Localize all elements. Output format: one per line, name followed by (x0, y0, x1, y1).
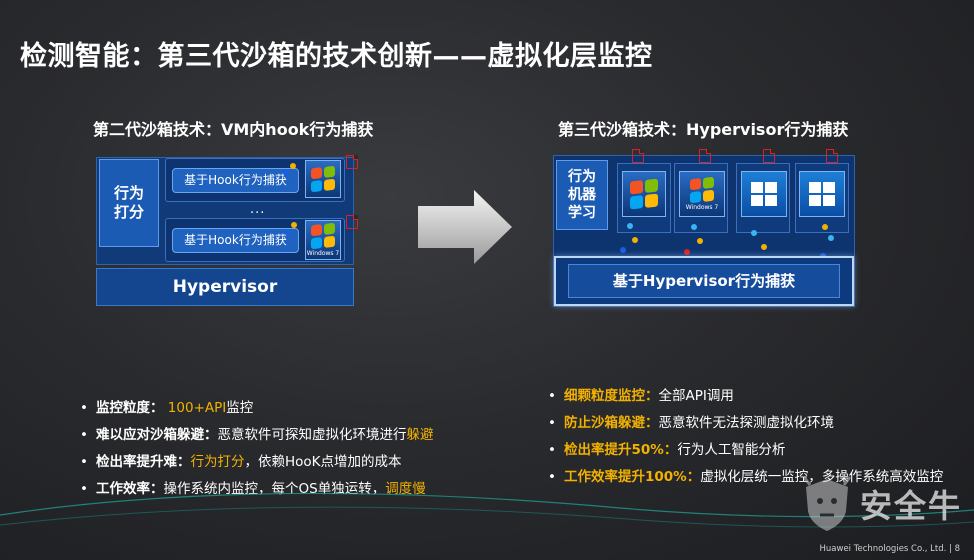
event-dot (627, 223, 633, 229)
watermark-text: 安全牛 (859, 487, 962, 525)
malware-file-icon (632, 149, 644, 163)
right-bullet-list: 细颗粒度监控：全部API调用 防止沙箱躲避：恶意软件无法探测虚拟化环境 检出率提… (548, 386, 946, 494)
vm-row-xp: 基于Hook行为捕获 (165, 158, 345, 202)
hook-capture-label: 基于Hook行为捕获 (172, 168, 299, 193)
slide-title: 检测智能：第三代沙箱的技术创新——虚拟化层监控 (20, 41, 653, 72)
event-dot (828, 235, 834, 241)
malware-file-icon (699, 149, 711, 163)
event-dot (620, 247, 626, 253)
malware-file-icon (763, 149, 775, 163)
watermark: 安全牛 (800, 475, 962, 533)
hypervisor-layer-right: 基于Hypervisor行为捕获 (554, 256, 854, 306)
event-dot (761, 244, 767, 250)
windows-7-icon: Windows 7 (305, 220, 341, 260)
arrow-right-icon (418, 190, 512, 264)
windows-xp-icon (305, 160, 341, 198)
malware-file-icon (346, 215, 358, 229)
event-dot (691, 224, 697, 230)
malware-file-icon (826, 149, 838, 163)
windows-7-icon: Windows 7 (679, 171, 725, 217)
behavior-score-box: 行为 打分 (99, 159, 159, 247)
event-dot (684, 249, 690, 255)
event-dot (291, 222, 297, 228)
win7-caption: Windows 7 (685, 203, 719, 211)
win7-caption: Windows 7 (306, 249, 340, 257)
malware-file-icon (346, 155, 358, 169)
right-bullet: 防止沙箱躲避：恶意软件无法探测虚拟化环境 (548, 413, 946, 433)
hypervisor-layer-left: Hypervisor (96, 268, 354, 306)
hypervisor-capture-label: 基于Hypervisor行为捕获 (568, 264, 840, 298)
footer: Huawei Technologies Co., Ltd. | 8 (819, 544, 960, 554)
event-dot (290, 163, 296, 169)
left-bullet: 难以应对沙箱躲避：恶意软件可探知虚拟化环境进行躲避 (80, 425, 434, 452)
event-dot (822, 224, 828, 230)
event-dot (697, 238, 703, 244)
hook-capture-label: 基于Hook行为捕获 (172, 228, 299, 253)
windows-10-icon (799, 171, 845, 217)
bull-logo-icon (802, 476, 852, 531)
event-dot (632, 237, 638, 243)
event-dot (284, 229, 290, 235)
left-bullet: 监控粒度： 100+API监控 (80, 398, 434, 425)
left-bullet: 检出率提升难：行为打分，依赖HooK点增加的成本 (80, 452, 434, 479)
decorative-wave (0, 492, 974, 528)
windows-8-icon (741, 171, 787, 217)
right-bullet: 检出率提升50%：行为人工智能分析 (548, 440, 946, 460)
right-heading: 第三代沙箱技术：Hypervisor行为捕获 (558, 120, 849, 139)
left-bullet-list: 监控粒度： 100+API监控 难以应对沙箱躲避：恶意软件可探知虚拟化环境进行躲… (80, 398, 434, 506)
ellipsis: ... (250, 202, 266, 217)
windows-xp-icon (622, 171, 666, 217)
behavior-ml-box: 行为 机器 学习 (556, 160, 608, 230)
right-bullet: 工作效率提升100%：虚拟化层统一监控，多操作系统高效监控 (548, 467, 946, 487)
right-bullet: 细颗粒度监控：全部API调用 (548, 386, 946, 406)
event-dot (751, 230, 757, 236)
event-dot (283, 170, 289, 176)
left-heading: 第二代沙箱技术：VM内hook行为捕获 (93, 120, 374, 139)
